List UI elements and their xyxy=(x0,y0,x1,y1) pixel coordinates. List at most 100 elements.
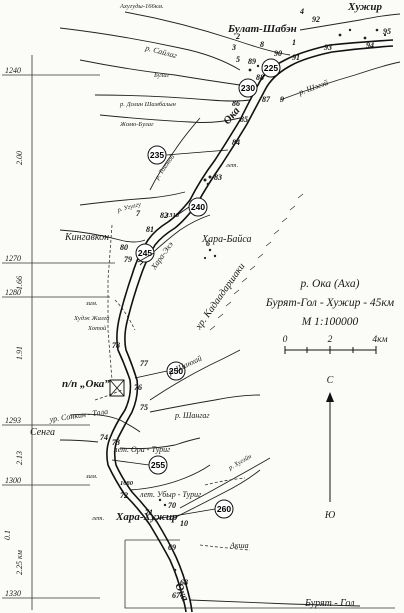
place-sayan-pass: Ахугуды-166км. xyxy=(119,3,164,10)
site-number: 1080 xyxy=(120,480,134,487)
place-khara-baisa: Хара-Байса xyxy=(201,234,252,245)
site-number: 71 xyxy=(145,508,153,517)
label-let: лет. xyxy=(225,162,239,169)
km-label: 230 xyxy=(241,83,255,93)
site-number: 76 xyxy=(134,383,142,392)
grid-distance: 2.00 xyxy=(15,151,24,165)
site-number: 6 xyxy=(206,239,210,248)
label-zim: зим. xyxy=(85,300,98,307)
site-number: 75 xyxy=(140,403,148,412)
site-number: 93 xyxy=(324,43,332,52)
grid-label: 1280 xyxy=(5,288,21,297)
site-number: 67 xyxy=(172,591,181,600)
river-label-ora-turig: лет. Ора - Туриг xyxy=(113,445,170,454)
site-number: 89 xyxy=(248,57,256,66)
river-aksha xyxy=(179,457,271,509)
site-number: 79 xyxy=(124,255,132,264)
river-label-zhomo-bulag: Жомо-Булаг xyxy=(119,121,154,128)
grid-distance: 2.25 км xyxy=(15,550,24,575)
legend-title: р. Ока (Аха) xyxy=(300,278,360,290)
site-number: 68 xyxy=(180,578,188,587)
ridge-hatching xyxy=(209,193,304,331)
site-number: 86 xyxy=(232,99,240,108)
label-let: лет. xyxy=(91,515,105,522)
legend: р. Ока (Аха) Бурят-Гол - Хужир - 45км М … xyxy=(265,278,395,354)
site-number: 1 xyxy=(292,38,296,47)
grid-distance: 1.91 xyxy=(15,346,24,360)
track-west xyxy=(107,224,113,381)
river-kingarkon xyxy=(59,229,146,243)
section-grid xyxy=(2,55,395,610)
site-numbers: 1 2 3 4 5 6 7 8 9 10 1318 1080 67 68 69 … xyxy=(100,7,391,600)
river-ubyr-turig xyxy=(129,464,211,491)
place-pp-oka: п/п „Ока” xyxy=(62,378,110,390)
river-buryat-gol xyxy=(189,599,361,607)
scale-tick-label: 2 xyxy=(328,335,333,345)
track-2 xyxy=(114,299,136,331)
site-number: 2 xyxy=(235,32,240,41)
place-buryat-gol: Бурят - Гол xyxy=(304,598,355,609)
site-number: 73 xyxy=(112,438,120,447)
grid-distance: 0.1 xyxy=(3,530,12,540)
place-khara-khuzhir: Хара-Хужир xyxy=(115,511,178,523)
site-number: 70 xyxy=(168,501,176,510)
site-number: 90 xyxy=(274,49,282,58)
river-sailag xyxy=(59,27,241,71)
grid-distance: 2.13 xyxy=(15,451,24,465)
site-number: 78 xyxy=(112,341,120,350)
scale-bar xyxy=(284,346,377,354)
place-aksha: Акша xyxy=(229,541,249,550)
compass-north-label: С xyxy=(327,375,334,386)
river-label-shanaga: р. Шангаг xyxy=(174,411,210,420)
site-number: 94 xyxy=(366,41,374,50)
site-number: 95 xyxy=(383,27,391,36)
track-3 xyxy=(204,477,246,486)
grid-labels: 1240 1270 1280 1293 1300 1330 2.00 1.66 … xyxy=(3,66,24,598)
compass-south-label: Ю xyxy=(324,510,336,521)
river-label-ubyr-turig: лет. Убыр - Туриг xyxy=(139,490,201,499)
river-dolin xyxy=(94,94,251,102)
site-number: 74 xyxy=(100,433,108,442)
site-number: 8 xyxy=(260,40,264,49)
river-ugulgu xyxy=(79,191,186,206)
site-number: 1318 xyxy=(166,212,180,219)
site-number: 91 xyxy=(292,53,300,62)
grid-label: 1270 xyxy=(5,254,21,263)
pp-oka-building xyxy=(109,379,125,397)
river-label-khugein: р. Хугэйн xyxy=(227,453,253,472)
site-number: 85 xyxy=(240,115,248,124)
grid-label: 1293 xyxy=(5,416,21,425)
river-sonkin xyxy=(69,413,141,433)
grid-label: 1300 xyxy=(5,476,21,485)
km-marker-230 xyxy=(238,78,258,98)
km-marker-leaders xyxy=(111,149,229,521)
km-label: 255 xyxy=(151,460,165,470)
km-label: 245 xyxy=(138,248,152,258)
river-senga xyxy=(59,439,99,443)
site-number: 7 xyxy=(136,209,141,218)
site-number: 82 xyxy=(160,211,168,220)
site-number: 10 xyxy=(180,519,188,528)
scale-tick-label: 4км xyxy=(372,335,387,345)
grid-distance: 1.66 xyxy=(15,276,24,290)
site-number: 80 xyxy=(120,243,128,252)
scale-tick-label: 0 xyxy=(283,335,288,345)
site-number: 5 xyxy=(236,55,240,64)
km-label: 235 xyxy=(150,150,164,160)
site-number: 77 xyxy=(140,359,149,368)
frame-bottom xyxy=(124,540,395,609)
grid-label: 1240 xyxy=(5,66,21,75)
km-marker-225 xyxy=(261,58,281,78)
site-number: 3 xyxy=(231,43,236,52)
legend-route: Бурят-Гол - Хужир - 45км xyxy=(265,297,395,309)
track-pp xyxy=(94,389,123,401)
track-aksha-road xyxy=(199,544,251,551)
oka-bank-right xyxy=(113,45,394,613)
river-zhomo xyxy=(99,114,241,123)
river-2 xyxy=(79,59,241,86)
site-number: 88 xyxy=(256,73,264,82)
river-tokhonoi xyxy=(149,117,201,191)
river-label-khudzh: Худж Жалга xyxy=(73,315,110,322)
km-markers xyxy=(135,58,281,519)
